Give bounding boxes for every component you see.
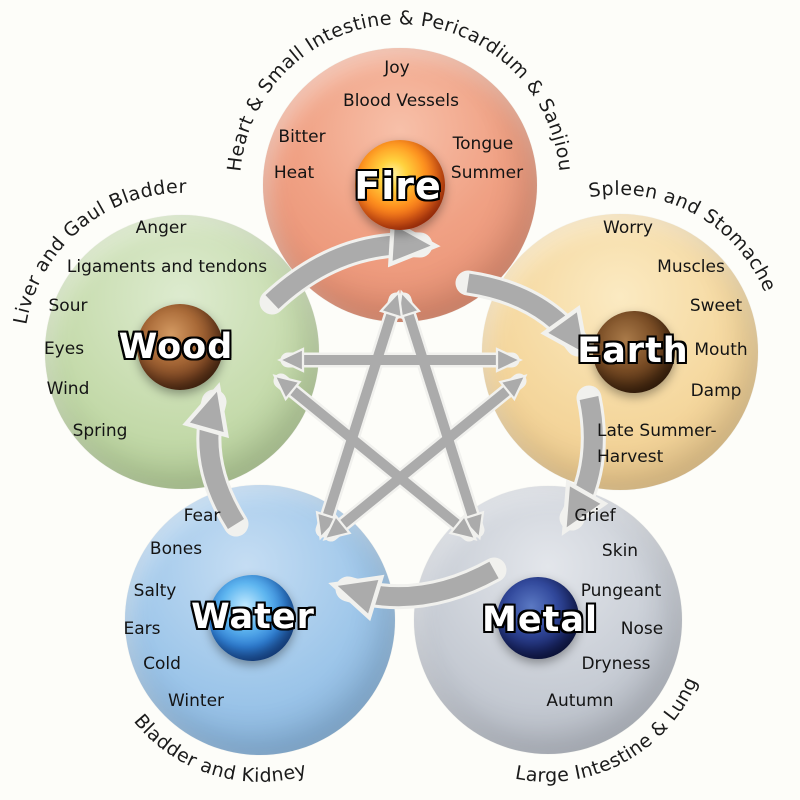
water-attribute: Bones [149, 539, 203, 559]
arrow-water-to-wood [182, 382, 245, 530]
water-sphere-icon [209, 575, 295, 661]
fire-attribute: Blood Vessels [343, 91, 459, 111]
water-organs-arc-text: Bladder and Kidney [129, 710, 309, 787]
metal-attribute: Grief [574, 506, 616, 526]
earth-attribute: Late Summer-Harvest [597, 421, 717, 468]
wood-attribute: Spring [72, 421, 128, 441]
wood-attribute: Ligaments and tendons [66, 257, 268, 277]
earth-attribute: Mouth [694, 340, 748, 360]
metal-attribute: Autumn [546, 691, 614, 711]
wood-organs-arc-text: Liver and Gaul Bladder [9, 176, 186, 326]
water-attribute: Salty [133, 581, 177, 601]
earth-attribute: Muscles [657, 257, 725, 277]
water-organs-label: Bladder and Kidney [129, 710, 308, 787]
fire-name-label: Fire [354, 164, 442, 208]
metal-attribute: Skin [601, 541, 639, 561]
earth-name-label: Earth [577, 331, 689, 371]
wood-attribute: Wind [46, 379, 90, 399]
earth-attribute: Damp [690, 381, 742, 401]
wood-name-label: Wood [118, 327, 234, 367]
metal-attribute: Pungeant [580, 581, 662, 601]
fire-attribute: Summer [450, 163, 524, 183]
arrow-fire-to-earth [466, 273, 591, 361]
controlling-cycle-arrows [272, 289, 528, 541]
arrow-earth-to-metal [561, 396, 609, 536]
arrow-wood-to-fire [265, 218, 441, 309]
fire-attribute: Joy [384, 58, 410, 78]
water-attribute: Ears [123, 619, 161, 639]
arrow-earth-water [322, 374, 528, 541]
metal-attribute: Dryness [581, 654, 651, 674]
wood-sphere-icon [137, 304, 223, 390]
water-attribute: Winter [167, 691, 225, 711]
water-attribute: Cold [143, 654, 181, 674]
wood-organs-label: Liver and Gaul Bladder [9, 176, 186, 326]
metal-attribute: Nose [620, 619, 664, 639]
earth-sphere-icon [593, 311, 675, 393]
fire-sphere-icon [355, 140, 445, 230]
fire-attribute: Heat [273, 163, 315, 183]
organ-arc-labels: Heart & Small Intestine & Pericardium & … [9, 7, 780, 787]
wood-attribute: Sour [48, 296, 88, 316]
water-attribute: Fear [183, 506, 221, 526]
wood-attribute: Eyes [43, 339, 85, 359]
generating-cycle-arrows [182, 218, 609, 622]
water-name-label: Water [191, 597, 315, 637]
metal-name-label: Metal [482, 600, 598, 640]
fire-attribute: Bitter [278, 127, 326, 147]
arrow-metal-to-water [328, 561, 499, 622]
wood-attribute: Anger [135, 218, 187, 238]
earth-attribute: Sweet [689, 296, 743, 316]
fire-attribute: Tongue [452, 134, 514, 154]
metal-sphere-icon [497, 577, 579, 659]
earth-attribute: Worry [603, 218, 653, 238]
